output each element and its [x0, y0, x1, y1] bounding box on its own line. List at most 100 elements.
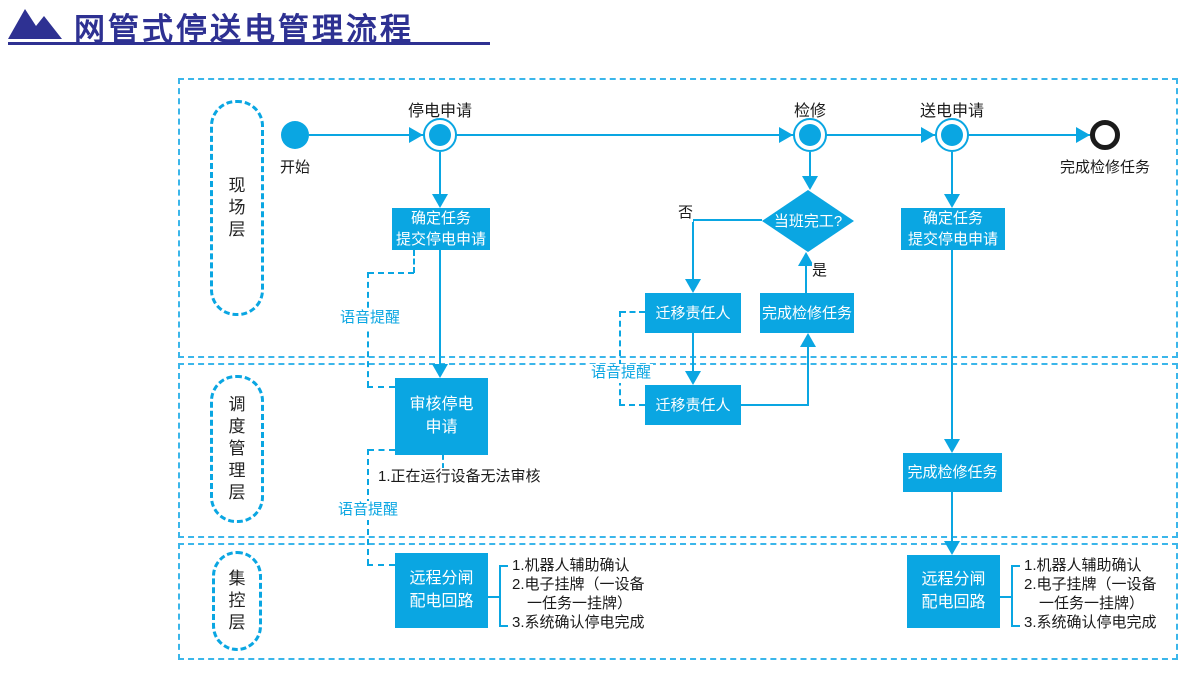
- connector-up-complete: [807, 347, 809, 406]
- voice-reminder-label: 语音提醒: [336, 501, 401, 520]
- connector-confirm-review: [439, 250, 441, 366]
- transfer-owner-box-2: 迁移责任人: [645, 385, 741, 425]
- lane-dispatch: [178, 363, 1178, 538]
- arrowhead-down-icon: [432, 194, 448, 208]
- lane-label-dispatch-text: 调度管理层: [228, 395, 246, 502]
- dashed-review-note-stub: [442, 455, 444, 468]
- dashed-voice-a: [413, 250, 415, 273]
- complete-task-text: 完成检修任务: [907, 464, 998, 481]
- arrowhead-down-icon: [685, 371, 701, 385]
- arrowhead-up-icon: [800, 333, 816, 347]
- stop-request-node: [423, 118, 457, 152]
- arrowhead-right-icon: [779, 127, 793, 143]
- arrowhead-down-icon: [944, 439, 960, 453]
- remote-notes-right: 1.机器人辅助确认 2.电子挂牌（一设备 一任务一挂牌） 3.系统确认停电完成: [1024, 556, 1157, 632]
- maintenance-node: [793, 118, 827, 152]
- confirm-task-line2: 提交停电申请: [395, 231, 486, 248]
- arrowhead-down-icon: [432, 364, 448, 378]
- decision-no-label: 否: [678, 204, 694, 222]
- node-inner-dot: [429, 124, 451, 146]
- remote-line1: 远程分闸: [409, 570, 474, 588]
- review-box: 审核停电 申请: [395, 378, 488, 455]
- lane-label-control: 集控层: [212, 551, 262, 651]
- confirm-task-box-right: 确定任务 提交停电申请: [901, 208, 1005, 250]
- voice-reminder-label: 语音提醒: [589, 364, 654, 383]
- end-node-label: 完成检修任务: [1059, 159, 1150, 176]
- bracket-icon: [499, 565, 508, 627]
- remote-line1: 远程分闸: [921, 571, 986, 589]
- arrowhead-down-icon: [685, 279, 701, 293]
- arrowhead-right-icon: [921, 127, 935, 143]
- lane-field: [178, 78, 1178, 358]
- connector-sendnode-confirm: [951, 152, 953, 196]
- confirm-task-line1: 确定任务: [410, 210, 471, 227]
- connector-confirmR-completeR: [951, 250, 953, 441]
- arrowhead-down-icon: [802, 176, 818, 190]
- stop-request-node-label: 停电申请: [407, 103, 472, 120]
- node-inner-dot: [941, 124, 963, 146]
- voice-reminder-label: 语音提醒: [338, 309, 403, 328]
- complete-task-box-right: 完成检修任务: [903, 453, 1002, 492]
- review-line1: 审核停电: [409, 396, 474, 414]
- lane-control: [178, 543, 1178, 660]
- dashed-voice-c: [619, 404, 645, 406]
- dashed-voice-c: [619, 311, 621, 405]
- dashed-remote-right-stub: [1000, 596, 1011, 598]
- dashed-remote-left-stub: [488, 596, 499, 598]
- decision-yes-label: 是: [812, 262, 828, 280]
- connector-transfer2-right: [741, 404, 809, 406]
- confirm-task-box-left: 确定任务 提交停电申请: [392, 208, 490, 250]
- decision-question: 当班完工?: [773, 212, 843, 230]
- maintenance-node-label: 检修: [793, 103, 826, 120]
- dashed-voice-b: [368, 449, 395, 451]
- arrowhead-down-icon: [944, 194, 960, 208]
- remote-switch-box-left: 远程分闸 配电回路: [395, 553, 488, 628]
- remote-note-line: 一任务一挂牌）: [527, 595, 633, 612]
- connector-maintnode-decision: [809, 152, 811, 178]
- lane-label-field: 现场层: [210, 100, 264, 316]
- complete-task-box-mid: 完成检修任务: [760, 293, 854, 333]
- connector-no-horizontal: [693, 219, 762, 221]
- bracket-icon: [1011, 565, 1020, 627]
- dashed-voice-a: [367, 272, 369, 387]
- dashed-voice-a: [368, 272, 414, 274]
- start-node: [281, 121, 309, 149]
- remote-note-line: 2.电子挂牌（一设备: [1024, 576, 1157, 593]
- connector-stopnode-confirm: [439, 152, 441, 196]
- remote-switch-box-right: 远程分闸 配电回路: [907, 555, 1000, 628]
- dashed-voice-a: [367, 386, 395, 388]
- mountain-logo-icon: [8, 9, 62, 39]
- transfer-owner-text: 迁移责任人: [655, 304, 731, 322]
- connector-no-vertical: [692, 219, 694, 281]
- arrowhead-up-icon: [798, 252, 814, 266]
- send-request-node-label: 送电申请: [919, 103, 984, 120]
- node-inner-dot: [799, 124, 821, 146]
- transfer-owner-box-1: 迁移责任人: [645, 293, 741, 333]
- remote-line2: 配电回路: [921, 593, 986, 611]
- main-flow-line: [309, 134, 1090, 136]
- remote-note-line: 一任务一挂牌）: [1039, 595, 1145, 612]
- remote-notes-left: 1.机器人辅助确认 2.电子挂牌（一设备 一任务一挂牌） 3.系统确认停电完成: [512, 556, 645, 632]
- remote-note-line: 3.系统确认停电完成: [1024, 614, 1157, 631]
- send-request-node: [935, 118, 969, 152]
- confirm-task-line2: 提交停电申请: [907, 231, 998, 248]
- remote-note-line: 2.电子挂牌（一设备: [512, 576, 645, 593]
- remote-note-line: 3.系统确认停电完成: [512, 614, 645, 631]
- dashed-voice-c: [620, 311, 645, 313]
- remote-note-line: 1.机器人辅助确认: [1024, 557, 1142, 574]
- title-underline: [8, 42, 490, 45]
- start-node-label: 开始: [279, 159, 310, 176]
- arrowhead-right-icon: [409, 127, 423, 143]
- lane-label-dispatch: 调度管理层: [210, 375, 264, 523]
- dashed-voice-b: [367, 564, 395, 566]
- complete-task-text: 完成检修任务: [761, 304, 852, 322]
- lane-label-field-text: 现场层: [228, 176, 246, 239]
- arrowhead-right-icon: [1076, 127, 1090, 143]
- remote-line2: 配电回路: [409, 592, 474, 610]
- end-node: [1090, 120, 1120, 150]
- lane-label-control-text: 集控层: [228, 569, 246, 632]
- connector-complete-decision: [805, 264, 807, 293]
- arrowhead-down-icon: [944, 541, 960, 555]
- review-line2: 申请: [425, 418, 458, 436]
